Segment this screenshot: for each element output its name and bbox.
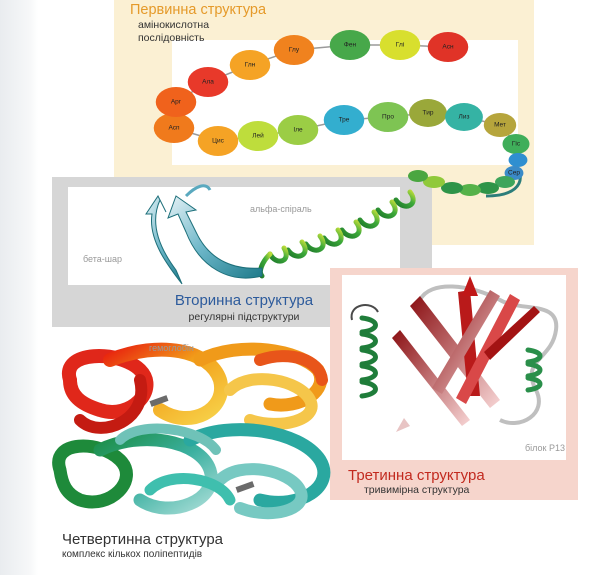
amino-acid-label: Про	[382, 114, 394, 121]
tertiary-protein-model	[350, 276, 559, 432]
amino-acid-circle	[508, 153, 528, 167]
amino-acid-label: Тре	[339, 117, 350, 124]
amino-acid-circle	[153, 113, 195, 143]
amino-acid-circle	[367, 102, 409, 132]
amino-acid-bead: Ала	[187, 67, 229, 97]
amino-acid-bead: Лей	[237, 121, 279, 151]
alpha-helix	[257, 189, 416, 279]
amino-acid-bead: Мет	[483, 113, 517, 137]
amino-acid-circle	[329, 30, 371, 60]
amino-acid-bead: Іле	[277, 115, 319, 145]
quaternary-structure-subtitle: комплекс кількох поліпептидів	[62, 549, 203, 560]
beta-sheet-label: бета-шар	[83, 254, 123, 264]
amino-acid-label: Гіс	[512, 140, 521, 148]
amino-acid-circle	[409, 99, 447, 127]
amino-acid-circle	[427, 32, 469, 62]
amino-acid-bead: Глу	[273, 35, 315, 65]
amino-acid-circle	[277, 115, 319, 145]
amino-acid-circle	[323, 105, 365, 135]
amino-acid-bead: Тре	[323, 105, 365, 135]
p13-protein-label: білок P13	[525, 443, 565, 453]
amino-acid-label: Глі	[396, 41, 404, 49]
quaternary-hemoglobin-model	[52, 342, 331, 520]
amino-acid-circle	[379, 30, 421, 60]
secondary-structure-title: Вторинна структура	[174, 292, 314, 309]
amino-acid-bead: Гіс	[502, 134, 530, 154]
amino-acid-bead: Лиз	[445, 103, 483, 131]
amino-acid-label: Тир	[423, 110, 434, 117]
amino-acid-bead: Асп	[153, 113, 195, 143]
alpha-helix-label: альфа-спіраль	[250, 204, 312, 214]
amino-acid-bead: Глі	[379, 30, 421, 60]
coil-transition	[408, 170, 515, 196]
amino-acid-circle	[155, 87, 197, 117]
amino-acid-bead: Фен	[329, 30, 371, 60]
hemoglobin-label: гемоглобін	[149, 343, 194, 353]
amino-acid-label: Мет	[494, 122, 506, 129]
secondary-structure-subtitle: регулярні підструктури	[188, 311, 300, 323]
primary-structure-title: Первинна структура	[130, 2, 267, 18]
amino-acid-bead: Арг	[155, 87, 197, 117]
amino-acid-label: Цис	[212, 138, 224, 145]
beta-sheet	[145, 184, 263, 285]
quaternary-structure-title: Четвертинна структура	[62, 531, 224, 548]
amino-acid-circle	[483, 113, 517, 137]
amino-acid-bead: Сер	[504, 166, 524, 180]
amino-acid-label: Асн	[442, 44, 454, 51]
amino-acid-bead: Тир	[409, 99, 447, 127]
amino-acid-circle	[273, 35, 315, 65]
amino-acid-circle	[187, 67, 229, 97]
amino-acid-circle	[445, 103, 483, 131]
amino-acid-circle	[504, 166, 524, 180]
amino-acid-label: Лей	[252, 132, 264, 140]
amino-acid-label: Арг	[171, 99, 182, 106]
amino-acid-bead: Асн	[427, 32, 469, 62]
amino-acid-circle	[237, 121, 279, 151]
amino-acid-circle	[502, 134, 530, 154]
amino-acid-label: Асп	[168, 125, 180, 132]
tertiary-structure-title: Третинна структура	[348, 467, 485, 484]
amino-acid-label: Глн	[245, 62, 256, 69]
amino-acid-label: Фен	[344, 42, 357, 49]
primary-structure-subtitle: амінокислотна послідовність	[138, 19, 210, 44]
amino-acid-label: Лиз	[459, 114, 470, 121]
amino-acid-bead: Про	[367, 102, 409, 132]
amino-acid-label: Іле	[293, 127, 303, 134]
tertiary-structure-subtitle: тривимірна структура	[364, 484, 470, 496]
amino-acid-label: Глу	[289, 47, 300, 54]
amino-acid-label: Сер	[508, 170, 520, 177]
amino-acid-bead: Глн	[229, 50, 271, 80]
amino-acid-bead: Цис	[197, 126, 239, 156]
amino-acid-circle	[229, 50, 271, 80]
amino-acid-bead	[508, 153, 528, 167]
left-background-band	[0, 0, 38, 575]
amino-acid-label: Ала	[202, 79, 214, 86]
amino-acid-circle	[197, 126, 239, 156]
